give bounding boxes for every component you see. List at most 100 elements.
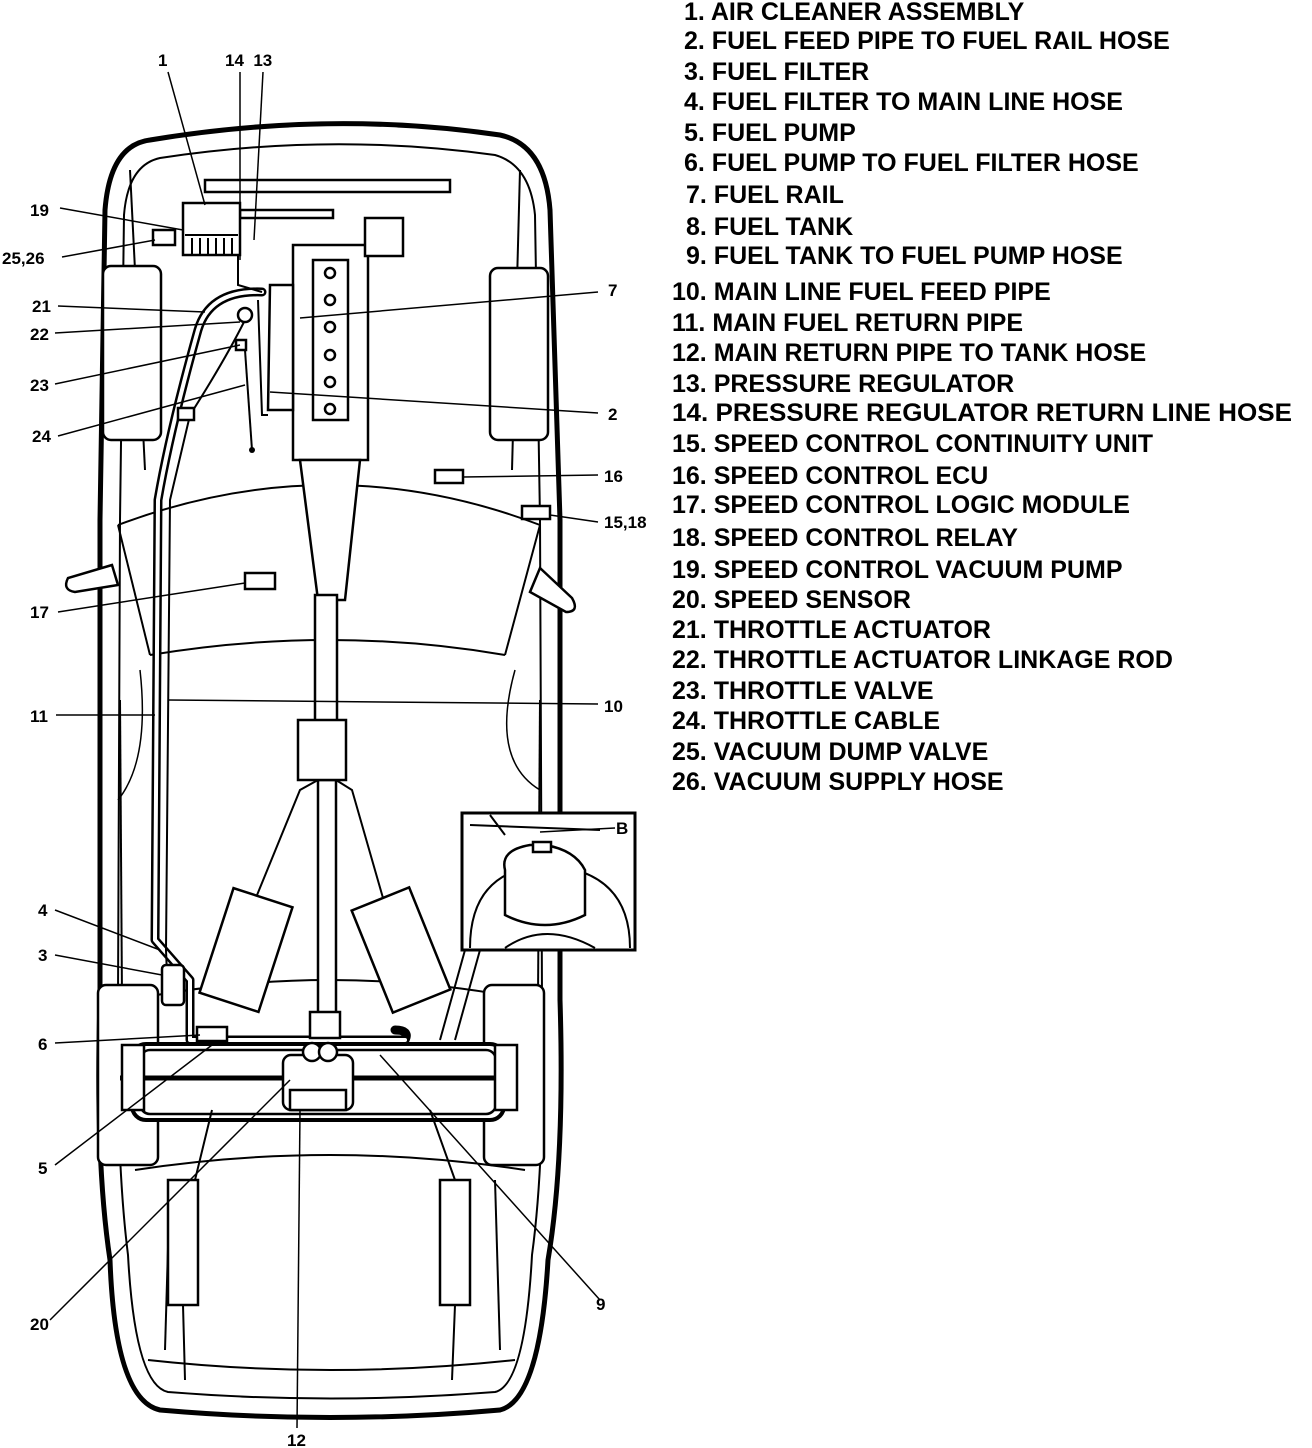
radiator-support xyxy=(238,208,335,220)
callout-24: 24 xyxy=(32,427,51,446)
leader-7 xyxy=(299,291,599,319)
callout-10: 10 xyxy=(604,697,623,716)
speed-control-continuity-unit xyxy=(520,504,552,521)
legend-item-22: 22. THROTTLE ACTUATOR LINKAGE ROD xyxy=(672,646,1173,674)
legend-item-19: 19. SPEED CONTROL VACUUM PUMP xyxy=(672,556,1123,584)
speed-control-vacuum-pump xyxy=(151,228,177,247)
intake-plenum xyxy=(363,216,405,258)
callout-7: 7 xyxy=(608,281,617,300)
legend-item-26: 26. VACUUM SUPPLY HOSE xyxy=(672,768,1004,796)
inset-leader-2 xyxy=(454,949,481,1041)
legend-item-18: 18. SPEED CONTROL RELAY xyxy=(672,524,1018,552)
throttle-actuator xyxy=(236,306,254,324)
legend-item-13: 13. PRESSURE REGULATOR xyxy=(672,370,1014,398)
center-bearing xyxy=(296,718,348,782)
legend-item-4: 4. FUEL FILTER TO MAIN LINE HOSE xyxy=(684,88,1123,116)
fuel-pump xyxy=(195,1025,229,1043)
legend-item-15: 15. SPEED CONTROL CONTINUITY UNIT xyxy=(672,430,1153,458)
front-left-wheel-well xyxy=(101,264,163,442)
leader-13 xyxy=(253,71,264,241)
inset-pump-module xyxy=(503,843,587,927)
callout-1: 1 xyxy=(158,51,167,70)
legend-item-21: 21. THROTTLE ACTUATOR xyxy=(672,616,991,644)
legend-item-14: 14. PRESSURE REGULATOR RETURN LINE HOSE xyxy=(672,399,1292,427)
legend-item-25: 25. VACUUM DUMP VALVE xyxy=(672,738,988,766)
left-door-line xyxy=(119,699,123,1001)
leader-24 xyxy=(57,384,246,437)
fuel-pump-port-right xyxy=(317,1041,339,1063)
callout-12: 12 xyxy=(287,1431,306,1448)
inset-callout-line-b xyxy=(539,827,616,833)
legend-item-16: 16. SPEED CONTROL ECU xyxy=(672,462,988,490)
inset-lines xyxy=(469,814,601,836)
throttle-cable-end xyxy=(249,447,255,453)
air-cleaner-ribs xyxy=(191,238,233,254)
leader-2 xyxy=(269,391,599,414)
callout-19: 19 xyxy=(30,201,49,220)
legend-item-2: 2. FUEL FEED PIPE TO FUEL RAIL HOSE xyxy=(684,27,1170,55)
driveshaft-rear xyxy=(316,778,338,1017)
main-line-fuel-feed-pipe xyxy=(164,319,246,1001)
muffler-right xyxy=(350,885,452,1015)
injector-6 xyxy=(323,402,337,416)
injector-4 xyxy=(323,348,337,362)
leader-15-18 xyxy=(549,514,599,523)
leader-19 xyxy=(59,207,184,231)
leader-17 xyxy=(57,582,246,613)
manifold-left xyxy=(266,283,295,412)
inset-ring xyxy=(504,933,596,949)
leader-1 xyxy=(167,71,206,206)
exhaust-pipe-left xyxy=(254,779,319,901)
callout-3: 3 xyxy=(38,946,47,965)
right-mirror xyxy=(528,565,577,614)
muffler-left xyxy=(197,886,295,1014)
tail-pipe-run-left xyxy=(182,1109,213,1381)
callout-4: 4 xyxy=(38,901,48,920)
rear-right-wheel xyxy=(493,1043,519,1112)
left-inner-door xyxy=(117,669,144,801)
callout-5: 5 xyxy=(38,1159,47,1178)
legend-item-8: 8. FUEL TANK xyxy=(686,213,853,241)
callout-15-18: 15,18 xyxy=(604,513,647,532)
leader-20 xyxy=(49,1079,291,1321)
injector-5 xyxy=(323,375,337,389)
fuel-filter xyxy=(160,963,186,1007)
legend-item-20: 20. SPEED SENSOR xyxy=(672,586,911,614)
front-right-wheel-well xyxy=(488,266,550,442)
callout-23: 23 xyxy=(30,376,49,395)
tank-neck xyxy=(308,1010,342,1040)
fuel-rail-hose xyxy=(257,299,268,416)
radiator xyxy=(203,178,452,194)
exhaust-pipe-right xyxy=(335,779,386,906)
inset-pump-cap xyxy=(531,840,553,854)
rear-left-wheel xyxy=(120,1043,146,1112)
right-inner-door xyxy=(505,669,541,791)
legend-item-1: 1. AIR CLEANER ASSEMBLY xyxy=(684,0,1025,26)
callout-11: 11 xyxy=(30,707,48,726)
inset-leader-1 xyxy=(439,949,466,1041)
legend-item-6: 6. FUEL PUMP TO FUEL FILTER HOSE xyxy=(684,149,1139,177)
a-pillar-left xyxy=(117,524,151,656)
tail-pipe-left xyxy=(166,1178,200,1307)
detail-inset-b xyxy=(439,811,637,1041)
leader-23 xyxy=(54,344,241,385)
speed-control-modules xyxy=(243,468,552,591)
callout-20: 20 xyxy=(30,1315,49,1334)
legend-item-23: 23. THROTTLE VALVE xyxy=(672,677,934,705)
injector-3 xyxy=(323,320,337,334)
left-mirror xyxy=(64,563,120,594)
feed-clamp xyxy=(176,406,196,422)
legend: 1. AIR CLEANER ASSEMBLY 2. FUEL FEED PIP… xyxy=(672,0,1292,796)
callout-9: 9 xyxy=(596,1295,605,1314)
legend-item-9: 9. FUEL TANK TO FUEL PUMP HOSE xyxy=(686,242,1123,270)
injector-2 xyxy=(323,293,337,307)
leader-16 xyxy=(462,474,599,478)
injector-1 xyxy=(323,266,337,280)
fuel-lines xyxy=(150,255,411,1045)
leader-12 xyxy=(296,1109,301,1429)
callout-22: 22 xyxy=(30,325,49,344)
leader-25-26 xyxy=(61,239,156,258)
a-pillar-right xyxy=(504,524,541,656)
leader-10 xyxy=(167,699,599,705)
callout-25-26: 25,26 xyxy=(2,249,45,268)
